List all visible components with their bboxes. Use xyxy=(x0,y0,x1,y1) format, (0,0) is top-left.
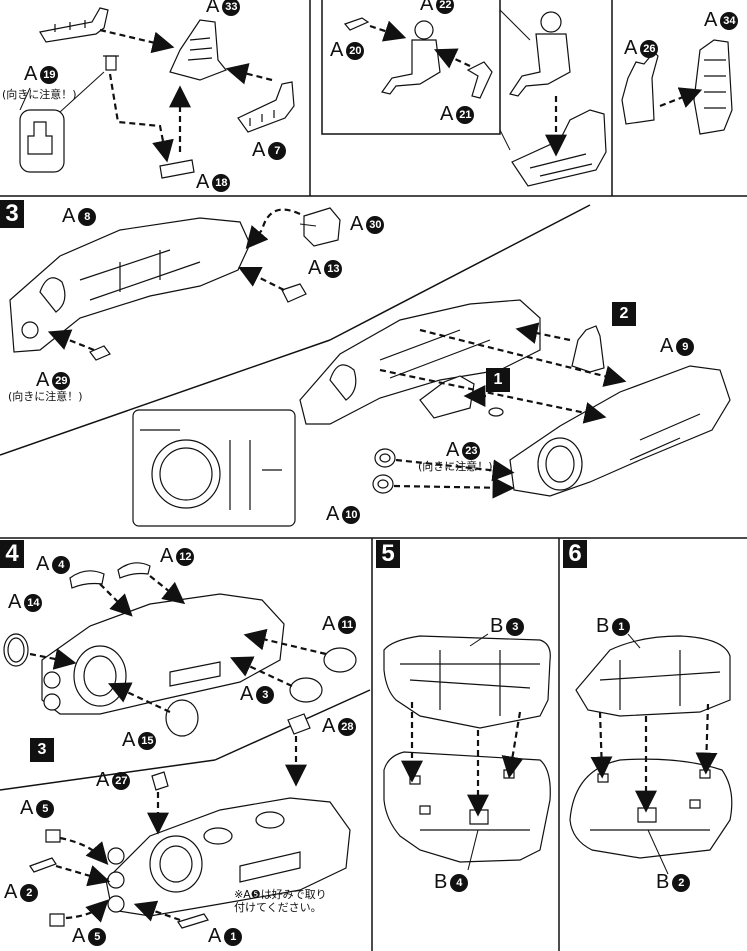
orientation-note: (向きに注意！) xyxy=(2,88,77,101)
step-number-3: 3 xyxy=(0,200,24,228)
top-arrows xyxy=(99,20,703,163)
subassembly-ref-1: 1 xyxy=(486,368,510,392)
orientation-note: (向きに注意！) xyxy=(418,460,493,473)
step-number-4: 4 xyxy=(0,540,24,568)
step3-art xyxy=(9,207,731,527)
subassembly-ref-2: 2 xyxy=(612,302,636,326)
step-number-6: 6 xyxy=(563,540,587,568)
top-parts xyxy=(19,7,733,187)
optional-part-note: ※A❺は好みで取り 付けてください。 xyxy=(234,888,327,914)
orientation-note: (向きに注意！) xyxy=(8,390,83,403)
step4-arrows xyxy=(29,575,327,923)
step-number-5: 5 xyxy=(376,540,400,568)
step4-art xyxy=(3,562,357,929)
step5-art xyxy=(383,635,551,863)
subassembly-ref-3: 3 xyxy=(30,738,54,762)
step3-arrows xyxy=(47,208,627,499)
